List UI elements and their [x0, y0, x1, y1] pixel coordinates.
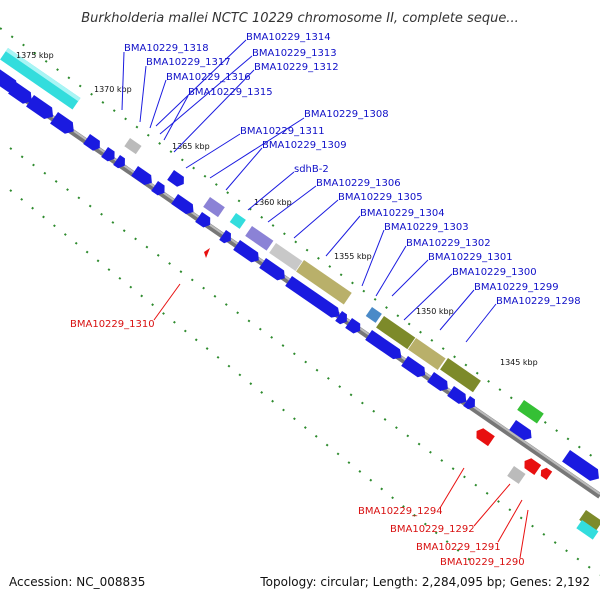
gene-arrow [219, 230, 231, 244]
cyan-feature-3 [576, 520, 599, 540]
gene-label: BMA10229_1306 [316, 178, 401, 189]
tick-label: 1360 kbp [254, 198, 292, 207]
lavender-feature-2 [245, 226, 274, 251]
gene-label: BMA10229_1300 [452, 267, 537, 278]
gene-arrow [259, 258, 285, 281]
gene-arrow [101, 147, 115, 162]
topology-summary: Topology: circular; Length: 2,284,095 bp… [259, 575, 590, 589]
green-feature [517, 400, 544, 424]
leader-lines-blue [121, 39, 497, 343]
gene-arrow [8, 82, 32, 104]
tick-label: 1355 kbp [334, 252, 372, 261]
gene-label: sdhB-2 [294, 164, 329, 175]
gene-label: BMA10229_1311 [240, 126, 325, 137]
gene-arrow [365, 330, 402, 360]
gene-arrow [335, 311, 347, 325]
gene-label-red: BMA10229_1291 [416, 542, 501, 553]
lavender-feature [203, 197, 225, 218]
olive-feature-3 [579, 510, 600, 532]
gene-arrow-red [540, 467, 553, 480]
gene-arrow [0, 68, 18, 93]
olive-feature-2 [440, 358, 481, 393]
gene-label: BMA10229_1315 [188, 87, 273, 98]
khaki-feature [296, 260, 352, 305]
grid-lines [0, 27, 600, 576]
gene-arrow-red [524, 458, 542, 475]
gene-arrow [195, 212, 211, 228]
gene-arrow [285, 276, 340, 318]
gene-arrow [167, 170, 184, 187]
blue-genes [0, 68, 599, 481]
tick-label: 1350 kbp [416, 307, 454, 316]
gene-label: BMA10229_1317 [146, 57, 231, 68]
gene-label: BMA10229_1299 [474, 282, 559, 293]
cyan-feature-2 [229, 213, 246, 229]
tick-label: 1375 kbp [16, 51, 54, 60]
steelblue-feature [365, 307, 382, 323]
cyan-feature [0, 48, 81, 110]
leader-lines-red [153, 283, 529, 559]
gene-label-red: BMA10229_1294 [358, 506, 443, 517]
gene-label: BMA10229_1313 [252, 48, 337, 59]
gene-label: BMA10229_1304 [360, 208, 445, 219]
gene-arrow [463, 396, 475, 410]
gene-label: BMA10229_1316 [166, 72, 251, 83]
gene-arrow-red [204, 248, 210, 258]
gene-label: BMA10229_1301 [428, 252, 513, 263]
gene-arrow [83, 134, 100, 151]
red-genes [204, 248, 553, 480]
olive-feature [376, 316, 416, 350]
gene-arrow [50, 112, 74, 134]
gene-label: BMA10229_1308 [304, 109, 389, 120]
gene-arrow-red [476, 428, 495, 447]
gene-label-red: BMA10229_1292 [390, 524, 475, 535]
gene-label: BMA10229_1298 [496, 296, 581, 307]
gray-feature-2 [269, 242, 303, 272]
gene-arrow [562, 450, 599, 481]
gray-feature-3 [507, 466, 526, 484]
gene-arrow [427, 372, 448, 391]
features [0, 48, 600, 540]
gene-arrow [113, 155, 125, 169]
kbp-ticks: 1375 kbp 1370 kbp 1365 kbp 1360 kbp 1355… [16, 51, 538, 367]
gene-arrow [171, 194, 194, 215]
gene-label: BMA10229_1303 [384, 222, 469, 233]
gene-arrow [401, 356, 426, 378]
gene-arrow [151, 181, 165, 196]
gene-label-red: BMA10229_1290 [440, 557, 525, 568]
tick-label: 1370 kbp [94, 85, 132, 94]
gene-label: BMA10229_1309 [262, 140, 347, 151]
gene-arrow [509, 420, 532, 441]
gene-labels: BMA10229_1318 BMA10229_1314 BMA10229_131… [70, 32, 581, 568]
gene-arrow [447, 386, 467, 404]
gene-label: BMA10229_1305 [338, 192, 423, 203]
gene-label: BMA10229_1318 [124, 43, 209, 54]
accession-label: Accession: NC_008835 [9, 575, 145, 589]
tick-label: 1345 kbp [500, 358, 538, 367]
gene-label: BMA10229_1314 [246, 32, 331, 43]
tick-label: 1365 kbp [172, 142, 210, 151]
gene-arrow [345, 318, 361, 334]
gene-label-red: BMA10229_1310 [70, 319, 155, 330]
khaki-feature-2 [408, 338, 446, 370]
gene-label: BMA10229_1312 [254, 62, 339, 73]
gray-feature [124, 138, 142, 155]
gene-arrow [131, 166, 152, 185]
gene-arrow [26, 95, 54, 120]
map-title: Burkholderia mallei NCTC 10229 chromosom… [81, 11, 518, 26]
gene-arrow [233, 240, 259, 263]
gene-label: BMA10229_1302 [406, 238, 491, 249]
